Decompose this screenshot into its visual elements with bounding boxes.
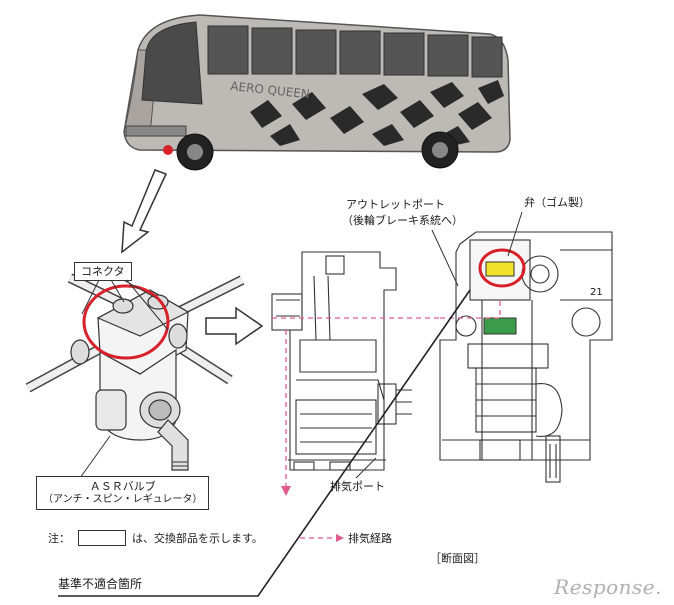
connector-leader bbox=[119, 277, 157, 299]
nonconforming-label: 基準不適合箇所 bbox=[58, 577, 143, 591]
part-number-label: 21 bbox=[590, 287, 603, 298]
valve-rubber-part bbox=[485, 261, 515, 277]
note-prefix: 注： bbox=[48, 532, 70, 545]
bus-window bbox=[471, 36, 503, 78]
bus-window bbox=[207, 25, 249, 75]
bus-window bbox=[339, 30, 381, 75]
view-arrow-right bbox=[205, 306, 264, 346]
nonconforming-leader bbox=[58, 289, 471, 597]
asr-leader bbox=[79, 435, 111, 479]
exhaust-path-legend-label: 排気経路 bbox=[348, 532, 392, 545]
green-valve-part bbox=[483, 317, 517, 335]
outlet-port-leader bbox=[431, 229, 459, 287]
cross-section-label: ［断面図］ bbox=[430, 552, 485, 565]
bus-windshield bbox=[141, 21, 203, 105]
valve-rubber-leader bbox=[507, 211, 523, 257]
valve-side-view bbox=[271, 251, 412, 471]
asr-valve-label: ＡＳＲバルブ bbox=[89, 480, 156, 493]
asr-valve-exterior bbox=[25, 273, 245, 471]
bus-illustration: AERO QUEEN bbox=[123, 14, 511, 171]
side-view-exhaust-path bbox=[272, 317, 440, 496]
connector-highlight-circle bbox=[82, 284, 170, 360]
valve-highlight-circle bbox=[478, 248, 526, 288]
connector-leader bbox=[124, 277, 169, 331]
asr-valve-label-box: ＡＳＲバルブ （アンチ・スピン・レギュレータ） bbox=[36, 476, 210, 510]
valve-rubber-label: 弁（ゴム製） bbox=[524, 196, 590, 209]
section-exhaust-path bbox=[440, 300, 501, 319]
bus-window bbox=[251, 27, 293, 75]
bus-window bbox=[383, 32, 425, 76]
response-logo: Response. bbox=[554, 575, 662, 599]
bus-front-hub bbox=[187, 144, 203, 160]
bus-rear-hub bbox=[432, 142, 448, 158]
asr-valve-sublabel: （アンチ・スピン・レギュレータ） bbox=[43, 494, 203, 505]
outlet-port-label: アウトレットポート bbox=[346, 198, 445, 211]
outlet-port-sublabel: （後輪ブレーキ系統へ） bbox=[342, 214, 463, 227]
valve-cross-section bbox=[439, 231, 613, 483]
bus-window bbox=[427, 34, 469, 77]
connector-leader bbox=[81, 277, 101, 315]
bus-window bbox=[295, 29, 337, 75]
callout-arrow-down bbox=[121, 169, 168, 254]
replacement-part-legend-box bbox=[78, 530, 126, 546]
exhaust-port-label: 排気ポート bbox=[330, 480, 385, 493]
valve-location-marker bbox=[163, 145, 173, 155]
bus-bumper bbox=[125, 125, 187, 137]
connector-leader bbox=[109, 277, 125, 303]
note-suffix: は、交換部品を示します。 bbox=[132, 532, 263, 545]
exhaust-port-leader bbox=[355, 457, 377, 479]
exhaust-path-legend-sample bbox=[300, 534, 344, 542]
connector-label: コネクタ bbox=[74, 262, 132, 281]
